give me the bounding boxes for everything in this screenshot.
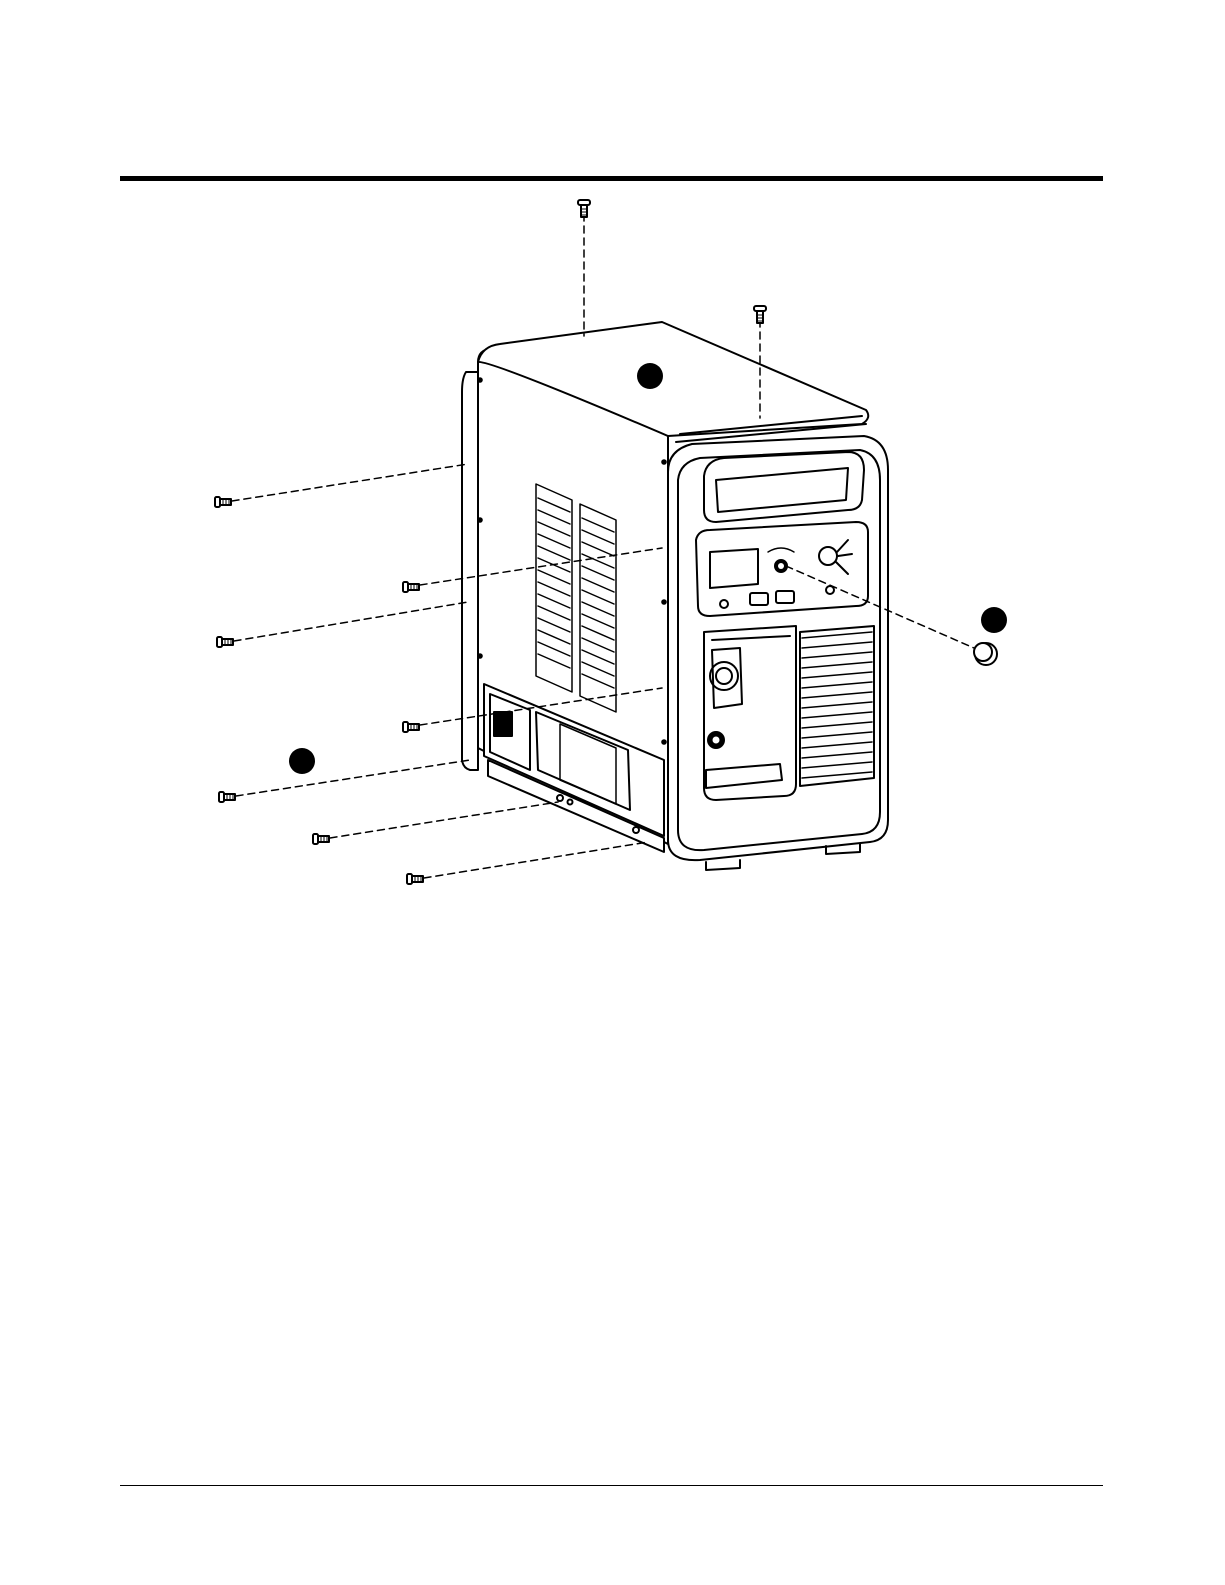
screw-side-7 (407, 874, 423, 884)
cabinet-body (462, 322, 888, 870)
screw-side-4 (403, 722, 419, 732)
screw-top-2 (754, 306, 766, 323)
callout-side-panel (289, 748, 315, 774)
screw-side-3 (217, 637, 233, 647)
screw-side-1 (215, 497, 231, 507)
screw-side-2 (403, 582, 419, 592)
callout-top-cover (637, 363, 663, 389)
screw-side-6 (313, 834, 329, 844)
screw-side-5 (219, 792, 235, 802)
callout-knob-cap (981, 607, 1007, 633)
screw-top-1 (578, 200, 590, 217)
knob-cap-part (974, 643, 997, 665)
footer-rule (120, 1485, 1103, 1486)
